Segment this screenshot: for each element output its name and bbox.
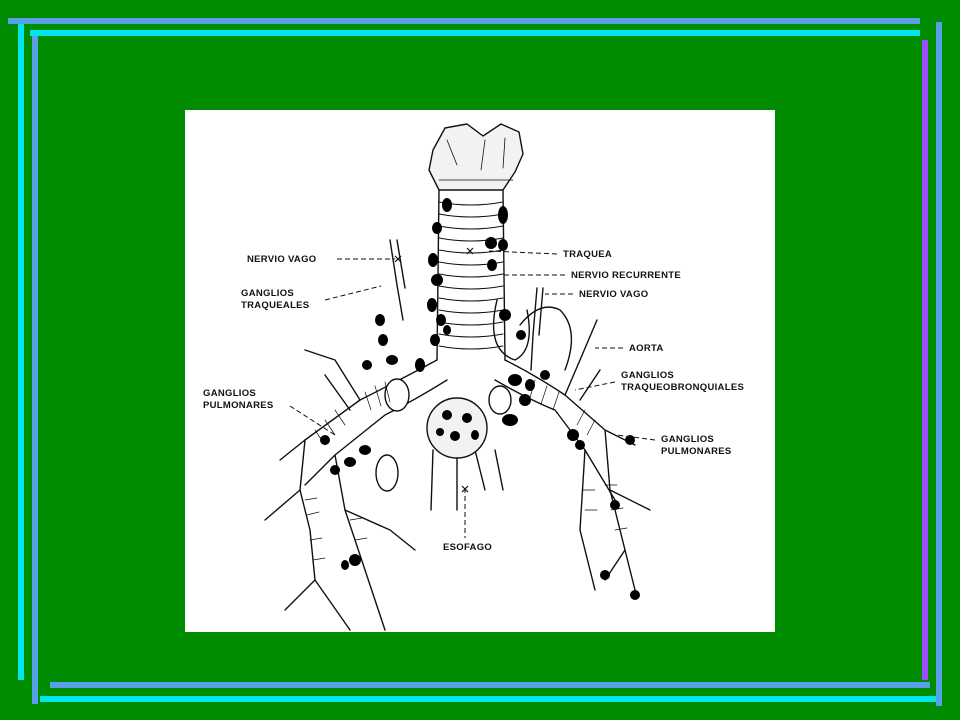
frame-bar-bottom-blue — [50, 682, 930, 688]
label-ganglios-pulmonares-left-line2: PULMONARES — [203, 400, 274, 411]
frame-bar-top-cyan — [30, 30, 920, 36]
frame-bar-right-blue — [936, 22, 942, 706]
label-ganglios-pulmonares-left-line1: GANGLIOS — [203, 388, 256, 399]
label-ganglios-traqueales-line2: TRAQUEALES — [241, 300, 309, 311]
frame-bar-left-cyan — [18, 24, 24, 680]
leader-markers — [394, 247, 474, 493]
anatomy-diagram: NERVIO VAGO GANGLIOS TRAQUEALES GANGLIOS… — [203, 123, 744, 631]
label-traquea: TRAQUEA — [563, 249, 612, 260]
lymph-nodes — [320, 198, 640, 600]
frame-bar-left-blue — [32, 36, 38, 704]
label-ganglios-traqueobronquiales-line1: GANGLIOS — [621, 370, 674, 381]
label-ganglios-pulmonares-right-line1: GANGLIOS — [661, 434, 714, 445]
label-nervio-vago-left: NERVIO VAGO — [247, 254, 316, 265]
anatomy-illustration — [264, 123, 651, 631]
label-nervio-vago-right: NERVIO VAGO — [579, 289, 648, 300]
frame-bar-top-blue — [8, 18, 920, 24]
label-nervio-recurrente: NERVIO RECURRENTE — [571, 270, 681, 281]
frame-bar-bottom-cyan — [40, 696, 936, 702]
frame-bar-right-violet — [922, 40, 928, 680]
label-esofago: ESOFAGO — [443, 542, 492, 553]
label-ganglios-traqueales-line1: GANGLIOS — [241, 288, 294, 299]
diagram-panel: NERVIO VAGO GANGLIOS TRAQUEALES GANGLIOS… — [185, 110, 775, 632]
label-ganglios-traqueobronquiales-line2: TRAQUEOBRONQUIALES — [621, 382, 744, 393]
label-aorta: AORTA — [629, 343, 664, 354]
leader-lines — [289, 250, 656, 538]
label-ganglios-pulmonares-right-line2: PULMONARES — [661, 446, 732, 457]
